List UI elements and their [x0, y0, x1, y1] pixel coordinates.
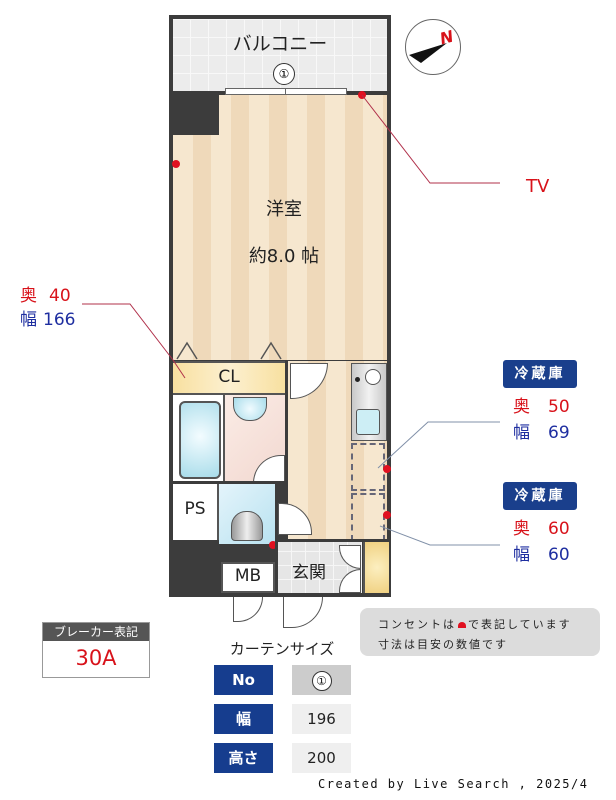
depth-value: 50: [548, 397, 570, 417]
sink-icon: [356, 409, 380, 435]
curtain-value-width: 196: [292, 704, 351, 734]
balcony: [173, 19, 387, 91]
washbasin-icon: [233, 397, 267, 421]
depth-label: 奥: [513, 519, 530, 539]
fridge-2-dimensions: 奥 60 幅 60: [513, 516, 570, 568]
curtain-value-height: 200: [292, 743, 351, 773]
fridge-1-dimensions: 奥 50 幅 69: [513, 394, 570, 446]
compass-needle-icon: [409, 43, 447, 63]
room-size: 約8.0 帖: [248, 246, 320, 267]
outlet-icon: [269, 541, 277, 549]
fridge-badge: 冷蔵庫: [503, 360, 577, 388]
breaker-title: ブレーカー表記: [43, 623, 149, 641]
tv-label: TV: [526, 176, 550, 197]
western-room: [173, 95, 387, 360]
width-value: 166: [43, 310, 76, 330]
width-label: 幅: [513, 423, 530, 443]
curtain-header-height: 高さ: [214, 743, 273, 773]
pillar-top-left: [173, 93, 219, 135]
breaker-value: 30A: [75, 646, 117, 670]
entrance-label: 玄関: [292, 563, 326, 583]
mb-label: MB: [234, 566, 262, 586]
footer-credit: Created by Live Search , 2025/4: [318, 777, 589, 791]
fridge-badge: 冷蔵庫: [503, 482, 577, 510]
closet-door-icon: [176, 341, 282, 360]
curtain-title: カーテンサイズ: [229, 640, 335, 658]
pipe-space: [173, 484, 219, 540]
depth-label: 奥: [20, 286, 37, 306]
closet: [173, 361, 285, 395]
shoe-cabinet: [363, 542, 389, 593]
outlet-icon: [458, 622, 466, 628]
width-value: 69: [548, 423, 570, 443]
window-marker: ①: [273, 63, 295, 85]
ps-label: PS: [184, 499, 206, 519]
depth-value: 60: [548, 519, 570, 539]
outlet-icon: [172, 160, 180, 168]
width-label: 幅: [513, 545, 530, 565]
floor-plan: バルコニー ① 洋室 約8.0 帖 CL PS: [169, 15, 391, 597]
outlet-icon: [383, 511, 391, 519]
curtain-header-width: 幅: [214, 704, 273, 734]
curtain-value-no: ①: [292, 665, 351, 695]
note-line-1-pre: コンセントは: [378, 618, 456, 631]
width-value: 60: [548, 545, 570, 565]
note-line-2: 寸法は目安の数値です: [378, 638, 508, 651]
depth-label: 奥: [513, 397, 530, 417]
notes-box: コンセントはで表記しています 寸法は目安の数値です: [360, 608, 600, 656]
bathtub-icon: [179, 401, 221, 479]
compass: [405, 19, 461, 75]
width-label: 幅: [20, 310, 37, 330]
stove-icon: [365, 369, 381, 385]
closet-dimensions: 奥 40 幅 166: [20, 284, 75, 332]
note-line-1-post: で表記しています: [468, 618, 572, 631]
meter-box: [221, 562, 275, 593]
breaker-box: ブレーカー表記 30A: [42, 622, 150, 678]
curtain-header-no: No: [214, 665, 273, 695]
balcony-label: バルコニー: [232, 33, 328, 55]
outlet-icon: [383, 465, 391, 473]
balcony-window: [225, 88, 347, 95]
closet-label: CL: [218, 367, 240, 387]
toilet-icon: [231, 511, 263, 541]
depth-value: 40: [49, 286, 71, 306]
room-name: 洋室: [266, 199, 302, 220]
